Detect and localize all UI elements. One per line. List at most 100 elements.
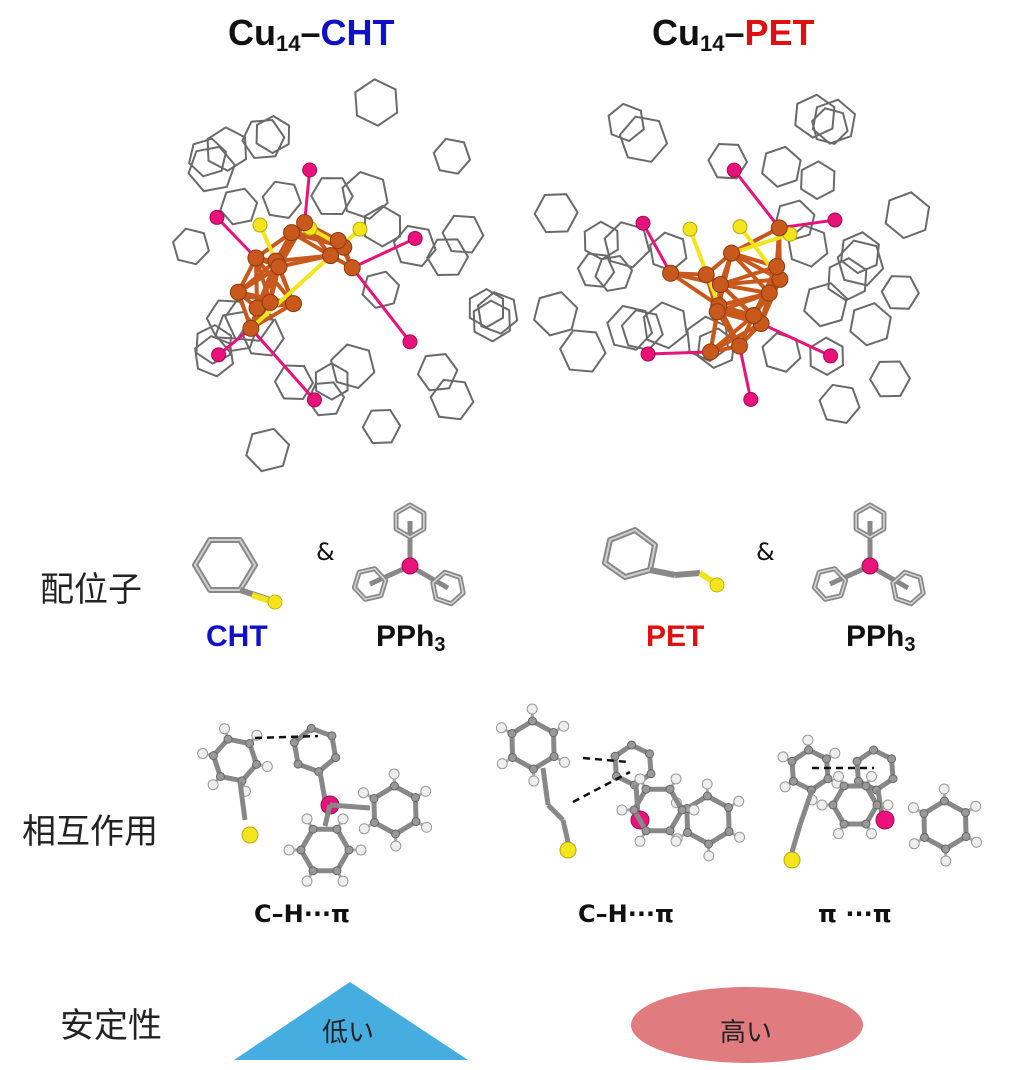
hydrogen-atom	[777, 751, 789, 763]
phenyl-ring	[245, 427, 291, 473]
pph3-sub: 3	[904, 634, 916, 656]
phenyl-ring	[354, 78, 399, 127]
bond	[322, 804, 333, 827]
carbon-atom	[788, 776, 798, 786]
phenyl-ring	[880, 275, 920, 310]
phenyl-ring	[836, 239, 885, 287]
pet-ligand-structure	[602, 527, 725, 593]
carbon-atom	[960, 808, 970, 818]
bond	[789, 824, 803, 853]
bond	[540, 767, 551, 806]
bond	[560, 819, 571, 843]
phosphorus-atom	[861, 557, 879, 575]
phenyl-ring	[803, 282, 848, 328]
phosphorus-atom	[402, 334, 418, 350]
copper-atom	[261, 293, 279, 311]
phenyl-ring	[441, 214, 485, 254]
phenyl-ring	[761, 145, 802, 188]
hydrogen-atom	[357, 787, 369, 799]
interaction-label-right: π ···π	[818, 900, 892, 928]
copper-atom	[322, 247, 340, 265]
phenyl-ring-highlight	[431, 571, 465, 605]
hydrogen-atom	[219, 723, 231, 735]
copper-atom	[229, 283, 247, 301]
carbon-atom	[861, 781, 871, 791]
carbon-atom	[296, 845, 306, 855]
stability-low-label: 低い	[322, 1018, 375, 1048]
carbon-atom	[828, 800, 838, 810]
phenyl-ring	[187, 145, 236, 193]
carbon-atom	[839, 781, 849, 791]
phosphorus-atom	[875, 810, 895, 830]
sulfur-atom	[352, 221, 368, 237]
hydrogen-atom	[938, 783, 950, 795]
hydrogen-atom	[337, 813, 349, 825]
carbon-atom	[308, 866, 318, 876]
phenyl-ring	[314, 362, 349, 401]
phenyl-ring	[620, 309, 664, 352]
carbon-atom	[704, 839, 714, 849]
hydrogen-atom	[971, 836, 983, 848]
sulfur-atom	[252, 217, 268, 233]
interaction-structure-cht	[197, 723, 433, 887]
cht-ligand-structure	[192, 537, 283, 610]
title-dash: –	[724, 12, 745, 53]
phenyl-ring	[432, 137, 472, 175]
hydrogen-atom	[802, 734, 814, 746]
hydrogen-atom	[688, 804, 700, 816]
phenyl-ring	[849, 302, 892, 347]
copper-atom	[708, 303, 726, 321]
phenyl-ring	[827, 257, 868, 302]
bond	[317, 771, 328, 801]
carbon-atom	[507, 728, 517, 738]
phenyl-ring	[800, 160, 836, 201]
cu-p-bond	[641, 222, 672, 274]
carbon-atom	[215, 771, 225, 781]
carbon-atom	[627, 740, 637, 750]
phenyl-ring	[206, 126, 248, 172]
cu-p-bond	[779, 218, 836, 230]
phenyl-ring	[187, 137, 228, 178]
sulfur-atom	[783, 851, 801, 869]
hydrogen-atom	[390, 840, 402, 852]
cu-s-bond	[730, 232, 791, 256]
interaction-label-middle: C–H···π	[578, 900, 675, 928]
phenyl-ring	[840, 231, 880, 275]
copper-atom	[242, 319, 260, 337]
carbon-atom	[529, 764, 539, 774]
cu-p-bond	[647, 350, 711, 356]
copper-atom	[730, 337, 748, 355]
carbon-atom	[331, 753, 341, 763]
carbon-atom	[369, 793, 379, 803]
carbon-atom	[549, 752, 559, 762]
phenyl-ring	[868, 360, 912, 398]
copper-atom	[770, 219, 788, 237]
cluster-title-left: Cu14–CHT	[228, 12, 395, 57]
phenyl-ring	[472, 299, 511, 343]
carbon-atom	[677, 805, 687, 815]
interaction-structure-pet-pi-pi	[777, 734, 983, 869]
ligand-label-pet: PET	[646, 620, 705, 653]
phenyl-ring	[195, 323, 233, 365]
hydrogen-atom	[866, 828, 877, 840]
hydrogen-atom	[528, 775, 540, 787]
hydrogen-atom	[634, 835, 646, 847]
phenyl-ring	[219, 187, 259, 226]
phenyl-ring-highlight	[813, 567, 847, 601]
hydrogen-atom	[301, 813, 313, 825]
phenyl-ring	[559, 329, 607, 373]
carbon-atom	[646, 769, 656, 779]
phosphorus-atom	[726, 162, 742, 178]
carbon-atom	[610, 751, 620, 761]
phosphorus-atom	[407, 230, 423, 246]
phosphorus-atom	[635, 215, 651, 231]
bond	[546, 803, 565, 822]
phosphorus-atom	[827, 212, 843, 228]
carbon-atom	[389, 781, 399, 791]
sulfur-atom	[682, 221, 698, 237]
hydrogen-atom	[559, 756, 571, 768]
phenyl-ring-highlight	[353, 567, 387, 601]
phenyl-ring	[361, 270, 401, 310]
hydrogen-atom	[703, 850, 715, 862]
cu-cu-bond	[719, 264, 778, 287]
